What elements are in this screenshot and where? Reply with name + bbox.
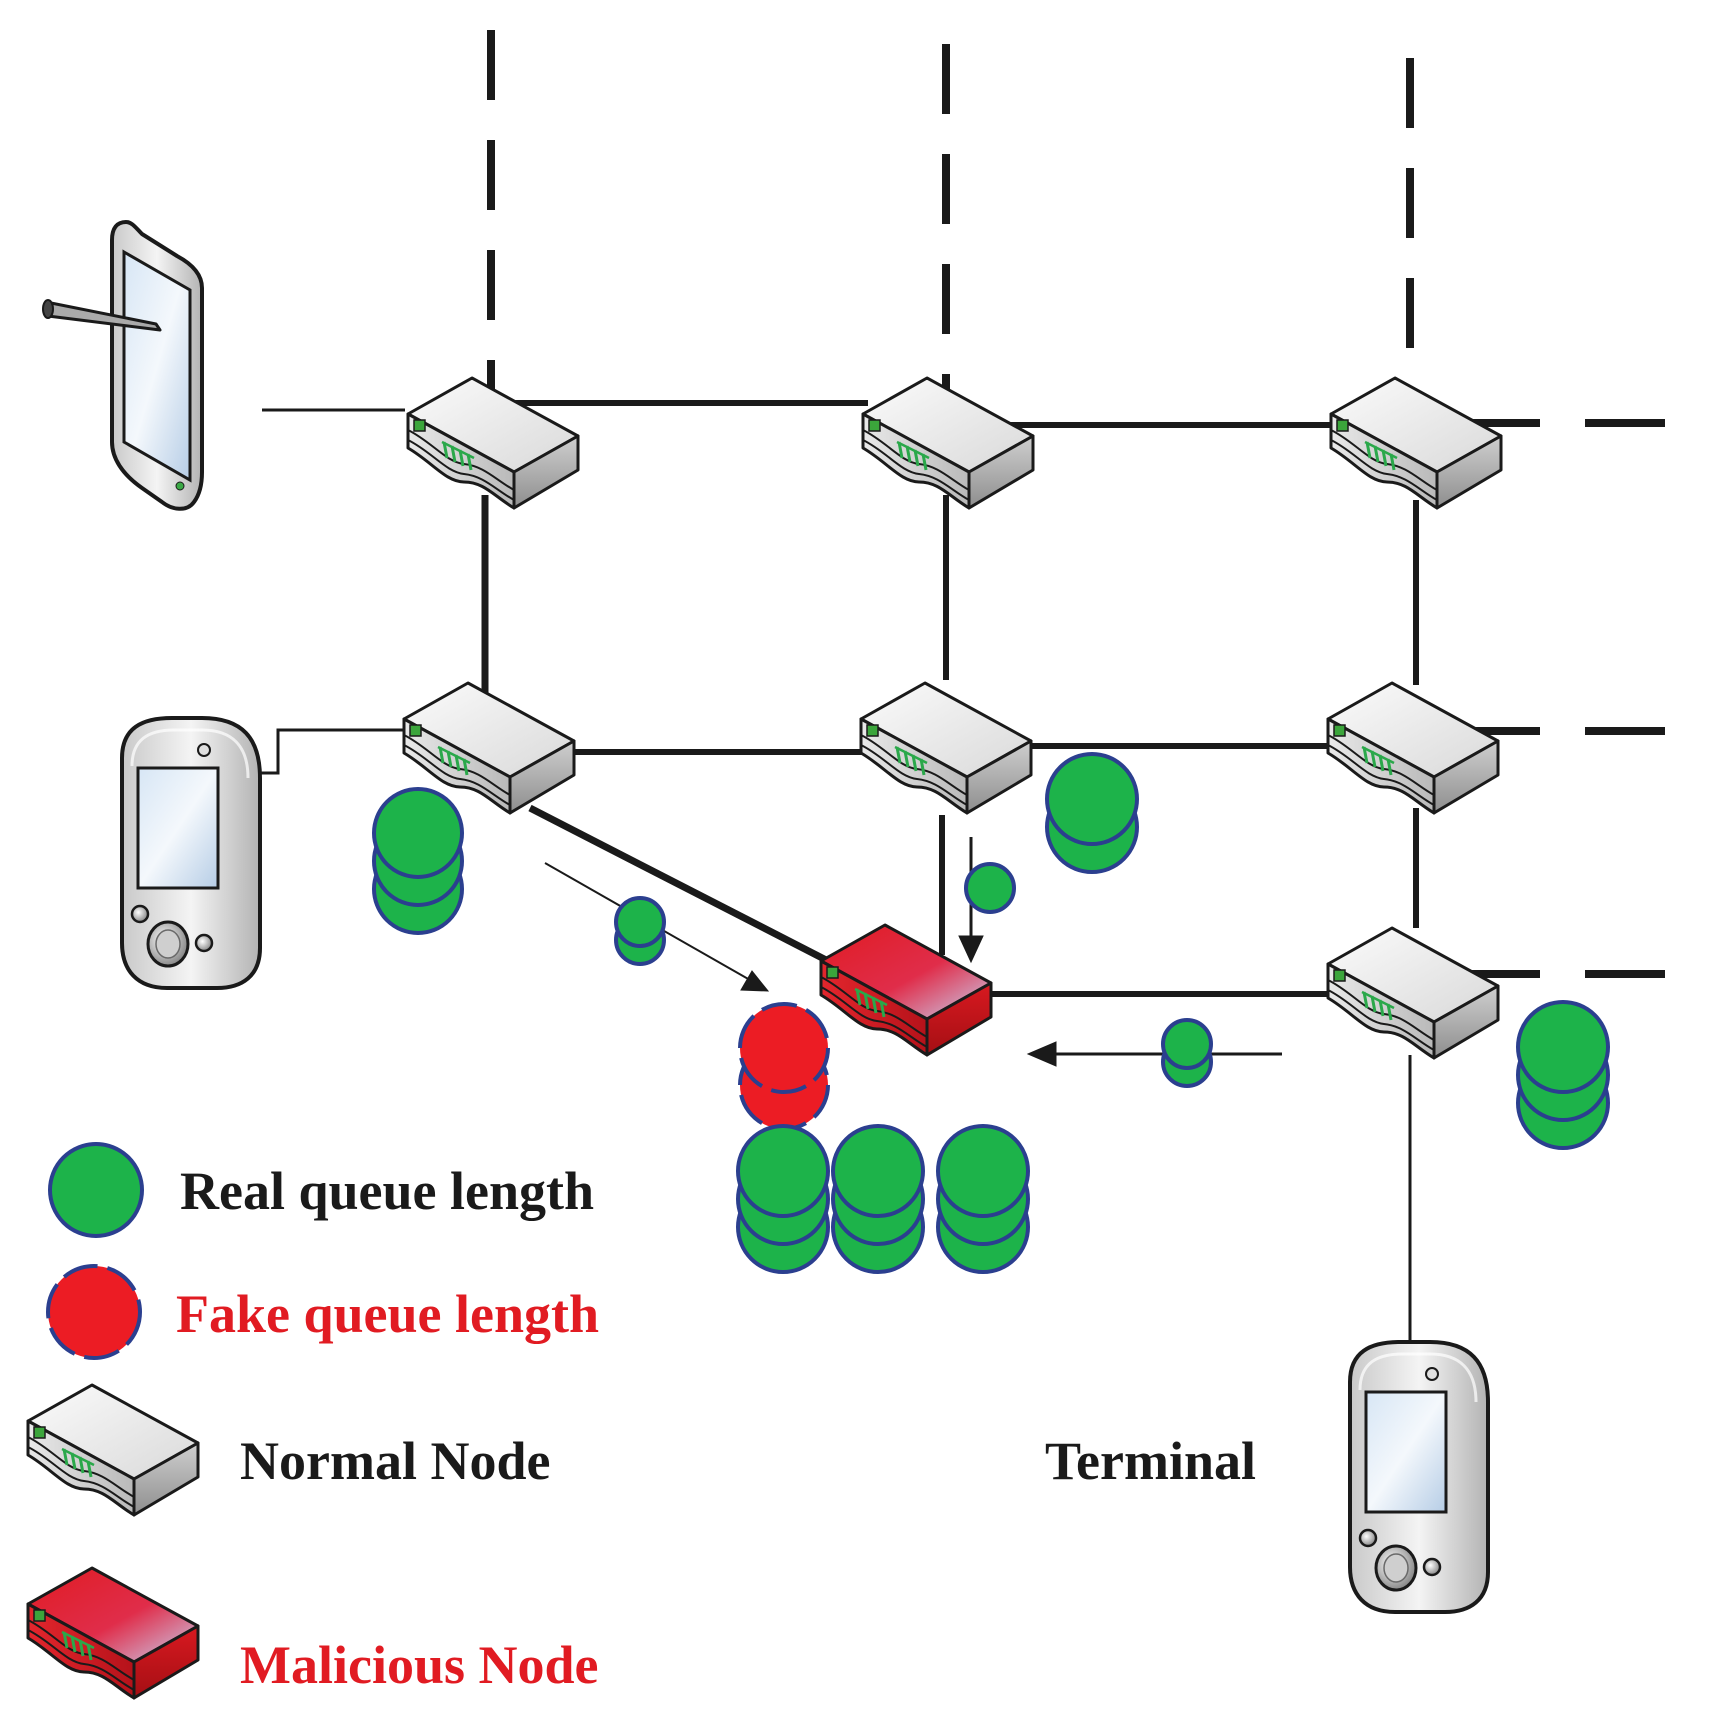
- arrowhead-down: [958, 935, 984, 964]
- legend-fake-queue: Fake queue length: [176, 1284, 599, 1344]
- arrowhead-diagonal: [740, 970, 770, 992]
- packet-moving-diagonal: [614, 896, 666, 966]
- switch-icon: [861, 376, 1035, 510]
- terminal-device-icon: [1348, 1340, 1490, 1614]
- link-diagonal: [528, 804, 832, 966]
- legend-malicious-node: Malicious Node: [240, 1635, 599, 1695]
- nodes: [402, 376, 1503, 1060]
- switch-icon: [1326, 926, 1500, 1060]
- switch-icon: [406, 376, 580, 510]
- arrowhead-left: [1026, 1041, 1057, 1067]
- packet-moving-left: [1161, 1018, 1213, 1088]
- real-queue-legend-icon: [48, 1142, 144, 1238]
- real-queue-stacks-malicious: [736, 1124, 1030, 1274]
- legend: Real queue length Fake queue length Norm…: [26, 1142, 599, 1700]
- switch-icon: [859, 681, 1033, 815]
- queue-stack-left: [372, 787, 464, 935]
- switch-icon: [1326, 681, 1500, 815]
- normal-node-legend-icon: [26, 1383, 200, 1517]
- malicious-node-legend-icon: [26, 1566, 200, 1700]
- legend-normal-node: Normal Node: [240, 1431, 550, 1491]
- queue-stack-center: [1045, 752, 1139, 874]
- legend-real-queue: Real queue length: [180, 1161, 594, 1221]
- queues: [372, 752, 1610, 1274]
- fake-queue-stack: [738, 1002, 830, 1131]
- switch-icon: [1329, 376, 1503, 510]
- link-pda: [258, 728, 405, 775]
- tablet-with-stylus-icon: [41, 220, 204, 511]
- terminal-label: Terminal: [1045, 1431, 1256, 1491]
- links: [258, 30, 1690, 1355]
- handheld-device-icon: [120, 716, 262, 990]
- packet-moving-down: [964, 862, 1016, 914]
- fake-queue-legend-icon: [46, 1264, 142, 1360]
- queue-stack-right: [1516, 1000, 1610, 1150]
